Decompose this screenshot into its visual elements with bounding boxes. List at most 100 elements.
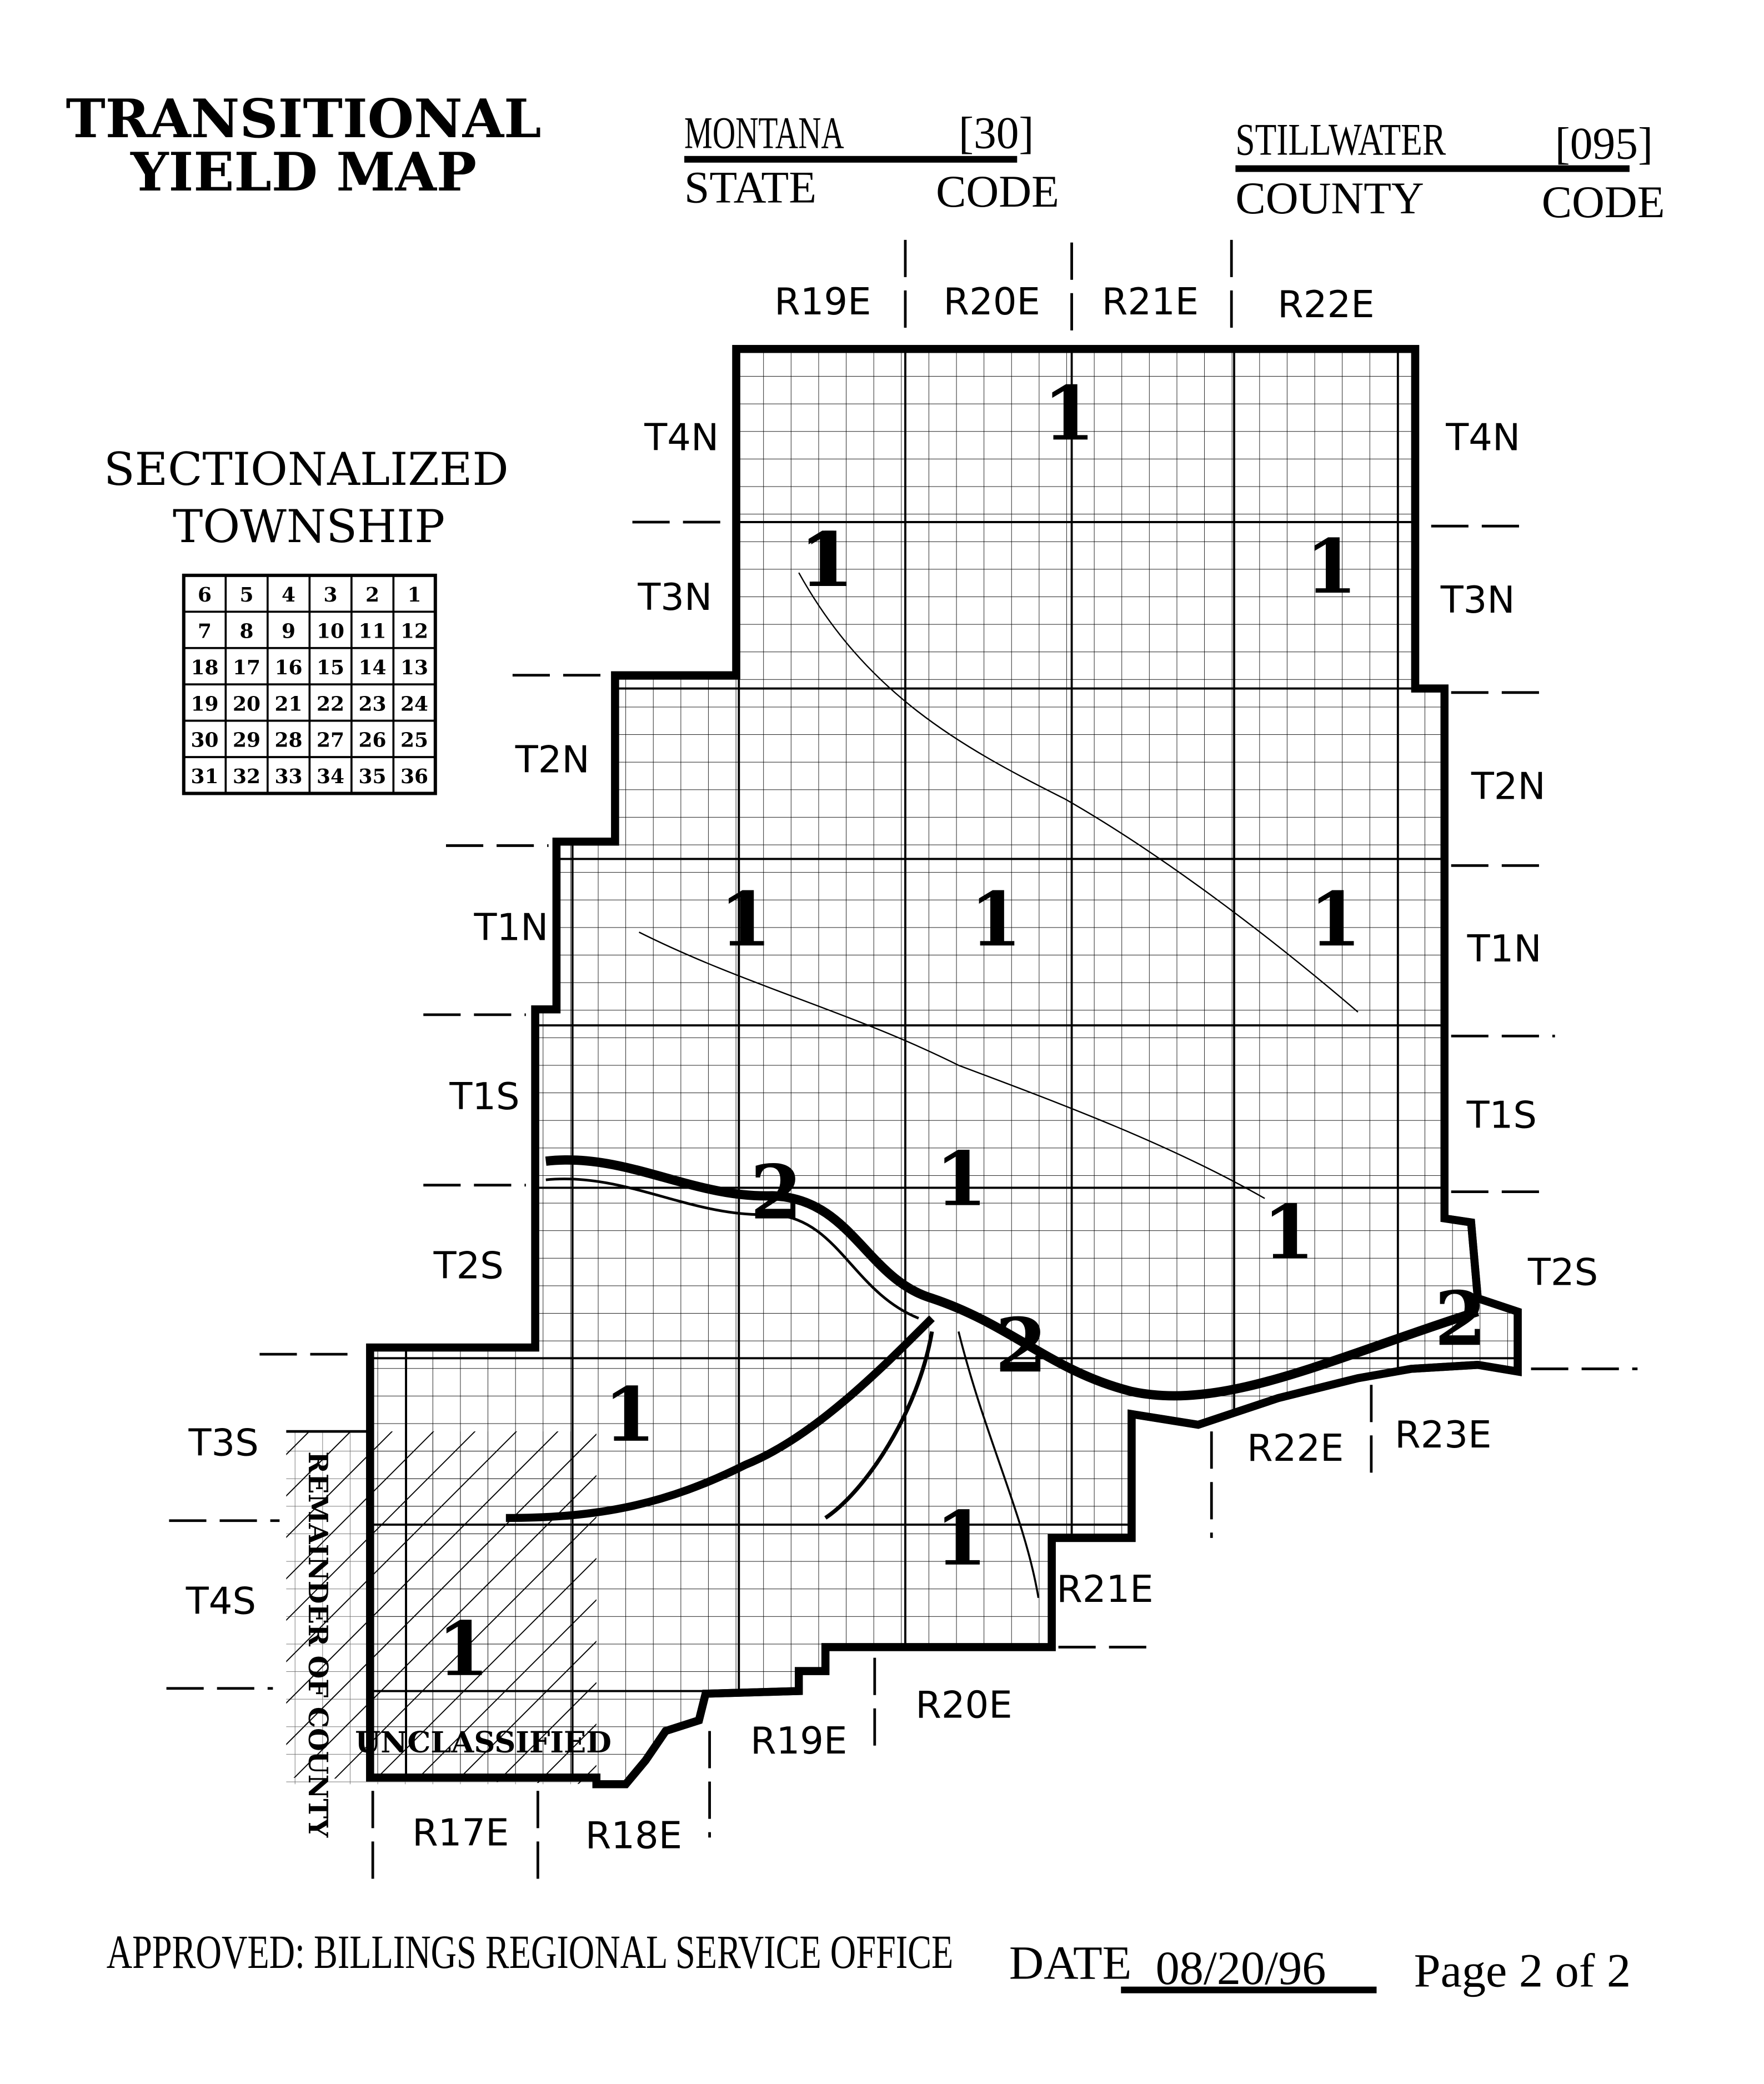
legend-section-number: 16 [275, 656, 303, 679]
legend-section-number: 12 [400, 619, 428, 643]
legend-section-number: 8 [240, 619, 254, 643]
legend-section-number: 36 [400, 765, 428, 788]
legend-section-number: 4 [282, 583, 295, 607]
legend-section-number: 19 [191, 692, 219, 715]
state-block: MONTANA [30] STATE CODE [684, 107, 1059, 217]
legend-section-number: 14 [359, 656, 387, 679]
legend-section-number: 23 [359, 692, 387, 715]
township-label-left: T3N [637, 575, 712, 619]
legend-section-number: 25 [400, 729, 428, 752]
township-label-left: T1S [449, 1075, 519, 1118]
legend-section-number: 15 [317, 656, 344, 679]
township-label-left: T4S [186, 1580, 256, 1623]
range-label-bottom: R19E [750, 1719, 847, 1762]
legend-section-number: 26 [359, 729, 387, 752]
title-line2: YIELD MAP [130, 141, 477, 203]
state-label: STATE [684, 162, 816, 213]
remainder-label: REMAINDER OF COUNTY [302, 1451, 333, 1838]
county-code: [095] [1555, 118, 1653, 169]
legend-section-number: 7 [198, 619, 212, 643]
county-block: STILLWATER [095] COUNTY CODE [1235, 114, 1665, 227]
legend-title-2: TOWNSHIP [173, 500, 445, 553]
yield-zone-label: 1 [1263, 1189, 1315, 1276]
township-label-left: T4N [644, 416, 719, 459]
legend-section-number: 24 [400, 692, 428, 715]
yield-zone-label: 1 [970, 875, 1021, 963]
legend-section-number: 3 [324, 583, 338, 607]
yield-zone-label: 1 [799, 516, 851, 604]
legend-cell [392, 756, 437, 795]
unclassified-label: UNCLASSIFIED [355, 1725, 612, 1760]
range-label-bottom: R22E [1247, 1426, 1344, 1470]
legend-section-number: 20 [233, 692, 260, 715]
township-label-right: T1S [1466, 1094, 1537, 1137]
range-label-top: R21E [1102, 280, 1199, 323]
yield-zone-label: 1 [437, 1605, 489, 1693]
legend-section-number: 9 [282, 619, 295, 643]
yield-zone-label: 1 [604, 1371, 655, 1459]
range-label-bottom: R23E [1395, 1413, 1491, 1456]
state-divider [684, 156, 1018, 163]
county-divider [1235, 165, 1630, 172]
township-label-right: T2S [1527, 1250, 1598, 1294]
yield-zone-label: 1 [935, 1495, 987, 1582]
county-code-label: CODE [1542, 177, 1665, 227]
legend-section-number: 5 [240, 583, 254, 607]
date-underline [1121, 1986, 1377, 1993]
range-label-bottom: R21E [1056, 1567, 1153, 1611]
range-label-top: R22E [1277, 283, 1374, 326]
township-label-left: T3S [188, 1421, 259, 1464]
range-label-bottom: R20E [915, 1683, 1012, 1726]
legend-section-number: 28 [275, 729, 303, 752]
legend-section-number: 29 [233, 729, 260, 752]
legend-section-number: 13 [400, 656, 428, 679]
page-number: Page 2 of 2 [1414, 1944, 1631, 1997]
legend-section-number: 34 [317, 765, 344, 788]
yield-zone-label: 2 [1435, 1275, 1486, 1362]
range-label-bottom: R18E [585, 1814, 682, 1857]
yield-zone-label: 2 [750, 1149, 802, 1236]
yield-zone-label: 2 [995, 1301, 1047, 1389]
township-label-left: T1N [473, 906, 548, 949]
approved-text: APPROVED: BILLINGS REGIONAL SERVICE OFFI… [107, 1925, 953, 1978]
township-label-right: T3N [1440, 578, 1515, 622]
rivers [505, 572, 1480, 1599]
legend-section-number: 18 [191, 656, 219, 679]
yield-zone-label: 1 [935, 1135, 987, 1223]
legend-section-number: 2 [365, 583, 379, 607]
legend-section-number: 17 [233, 656, 260, 679]
yield-zone-label: 1 [1309, 875, 1361, 963]
township-label-right: T1N [1467, 927, 1542, 970]
legend-section-number: 31 [191, 765, 219, 788]
legend-section-number: 1 [408, 583, 422, 607]
yield-zone-label: 1 [1305, 523, 1357, 610]
township-label-right: T2N [1471, 765, 1546, 808]
legend-section-number: 22 [317, 692, 344, 715]
range-label-top: R20E [944, 280, 1040, 323]
yield-zone-label: 1 [1043, 369, 1095, 457]
legend-section-number: 27 [317, 729, 344, 752]
legend-section-number: 33 [275, 765, 303, 788]
state-code: [30] [959, 107, 1034, 158]
map-title: TRANSITIONAL YIELD MAP [66, 87, 541, 203]
legend-title-1: SECTIONALIZED [104, 443, 509, 496]
legend-section-number: 6 [198, 583, 212, 607]
legend-section-number: 11 [359, 619, 387, 643]
legend-section-number: 21 [275, 692, 303, 715]
county-name: STILLWATER [1235, 114, 1446, 164]
county-label: COUNTY [1235, 173, 1424, 223]
date-value: 08/20/96 [1156, 1941, 1326, 1995]
state-name: MONTANA [684, 107, 844, 158]
township-label-left: T2N [515, 738, 590, 781]
range-label-bottom: R17E [412, 1811, 509, 1855]
legend-section-number: 10 [317, 619, 344, 643]
yield-zone-label: 1 [802, 516, 854, 604]
legend-section-number: 35 [359, 765, 387, 788]
title-line1: TRANSITIONAL [66, 87, 541, 150]
date-label: DATE [1009, 1936, 1131, 1989]
township-label-right: T4N [1445, 416, 1520, 459]
range-label-top: R19E [774, 280, 871, 323]
yield-zone-label: 1 [720, 875, 771, 963]
